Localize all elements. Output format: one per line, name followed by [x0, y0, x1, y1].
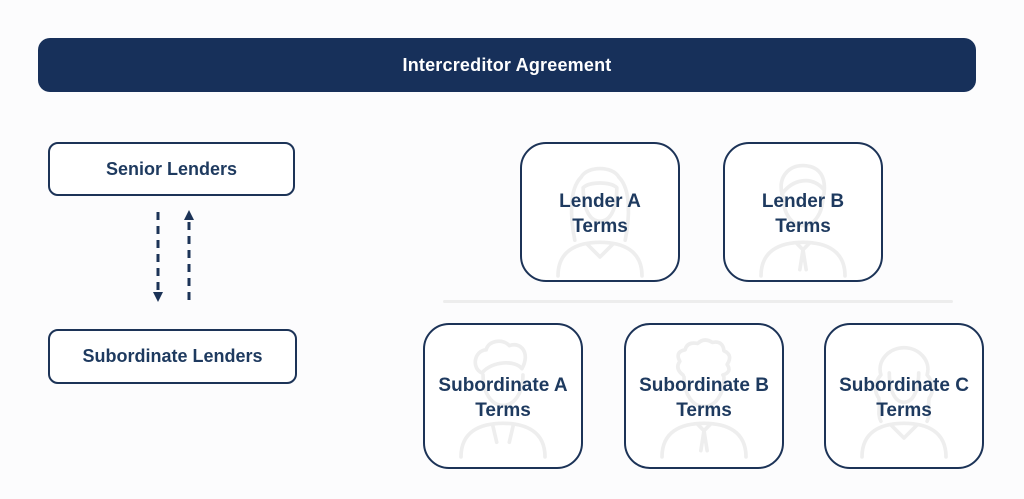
terms-label-line1: Subordinate B [639, 375, 769, 396]
man-curly-hair-persona-icon [660, 338, 748, 459]
senior-lenders-label: Senior Lenders [105, 158, 238, 179]
short-hair-persona-icon [759, 163, 847, 278]
lender-b-terms-label: Lender B Terms [725, 144, 881, 280]
page-title: Intercreditor Agreement [402, 54, 612, 75]
subordinate-c-terms-box: Subordinate C Terms [824, 323, 984, 469]
lender-a-terms-label: Lender A Terms [522, 144, 678, 280]
subordinate-a-terms-label: Subordinate A Terms [425, 325, 581, 467]
terms-label-line1: Subordinate A [438, 375, 568, 396]
row-divider [443, 300, 953, 303]
header-banner: Intercreditor Agreement [38, 38, 976, 92]
senior-lenders-box: Senior Lenders [48, 142, 295, 196]
terms-label-line2: Terms [676, 400, 732, 421]
bidirectional-dashed-arrows-icon [153, 210, 194, 305]
up-arrow-icon [184, 210, 194, 305]
terms-label-line2: Terms [876, 400, 932, 421]
terms-label-line2: Terms [775, 216, 831, 237]
terms-label-line1: Lender A [559, 191, 641, 212]
woman-curly-hair-persona-icon [860, 345, 948, 459]
terms-label-line1: Subordinate C [839, 375, 969, 396]
lender-b-terms-box: Lender B Terms [723, 142, 883, 282]
man-wavy-hair-persona-icon [459, 339, 547, 459]
subordinate-b-terms-box: Subordinate B Terms [624, 323, 784, 469]
subordinate-a-terms-box: Subordinate A Terms [423, 323, 583, 469]
terms-label-line2: Terms [475, 400, 531, 421]
subordinate-lenders-label: Subordinate Lenders [82, 346, 263, 366]
terms-label-line2: Terms [572, 216, 628, 237]
lender-a-terms-box: Lender A Terms [520, 142, 680, 282]
woman-long-hair-persona-icon [556, 166, 644, 278]
subordinate-c-terms-label: Subordinate C Terms [826, 325, 982, 467]
down-arrow-icon [153, 212, 163, 302]
subordinate-lenders-box: Subordinate Lenders [48, 329, 297, 384]
terms-label-line1: Lender B [761, 191, 845, 212]
subordinate-b-terms-label: Subordinate B Terms [626, 325, 782, 467]
